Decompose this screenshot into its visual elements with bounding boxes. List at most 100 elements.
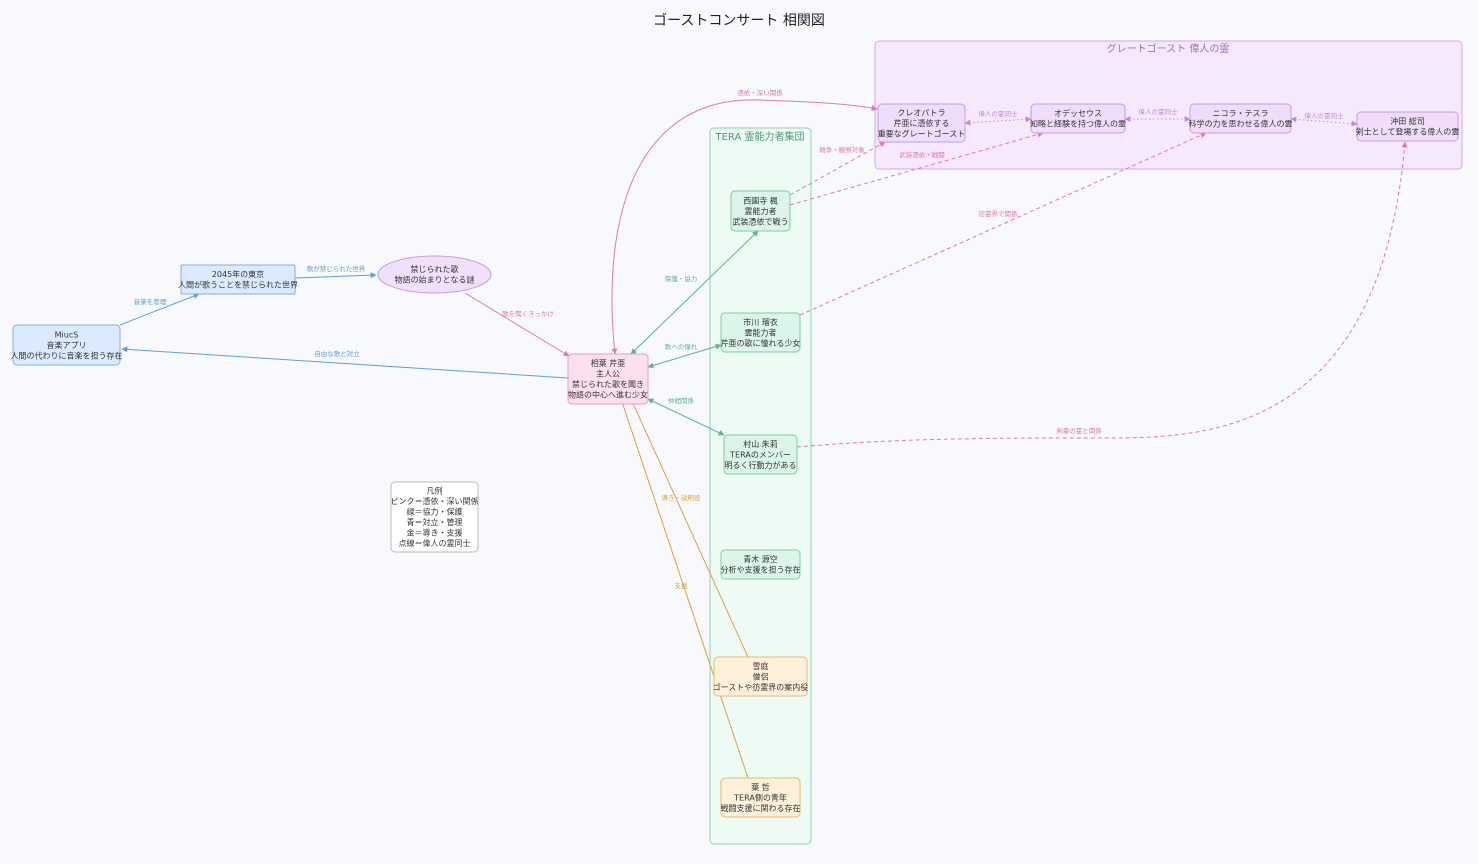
node-miucs-line-1: 音楽アプリ xyxy=(47,340,87,350)
edge-sera-ichikawa xyxy=(647,343,722,369)
node-legend[interactable]: 凡例ピンク＝憑依・深い関係緑＝協力・保護青＝対立・管理金＝導き・支援点線＝偉人の… xyxy=(390,481,479,553)
node-yukiba-line-1: 僧侶 xyxy=(753,671,769,681)
cluster-great-ghost-title: グレートゴースト 偉人の霊 xyxy=(1107,42,1230,55)
edge-murayama-okita xyxy=(796,141,1408,448)
node-legend-line-5: 点線＝偉人の霊同士 xyxy=(399,538,471,548)
node-song-line-0: 禁じられた歌 xyxy=(411,264,459,274)
edge-sera-saionji xyxy=(630,230,759,355)
node-sera-line-1: 主人公 xyxy=(596,369,620,379)
node-sera-line-2: 禁じられた歌を聞き xyxy=(572,379,644,389)
edge-sera-cleo xyxy=(611,99,878,355)
edge-label-cleo-odys: 偉人の霊同士 xyxy=(979,109,1019,118)
node-murayama-line-2: 明るく行動力がある xyxy=(725,460,797,470)
node-okita-shape xyxy=(1356,111,1459,142)
node-murayama-line-1: TERAのメンバー xyxy=(729,450,791,459)
node-murayama-shape xyxy=(723,434,798,475)
node-tesla-line-1: 科学の力を思わせる偉人の霊 xyxy=(1189,119,1293,129)
edge-miucs-tokyo xyxy=(119,293,200,326)
edge-label-yukiba-sera: 導き・説明役 xyxy=(662,493,702,502)
edge-label-sera-ichikawa: 歌への憧れ xyxy=(665,342,698,351)
node-okita-line-0: 沖田 総司 xyxy=(1390,116,1425,126)
cluster-tera xyxy=(709,127,812,845)
node-aoki-line-0: 青木 源空 xyxy=(743,554,778,564)
edge-song-sera xyxy=(464,292,570,357)
node-legend-line-4: 金＝導き・支援 xyxy=(407,528,463,538)
edge-label-youshin-sera: 支援 xyxy=(675,581,689,590)
edge-sera-murayama xyxy=(647,398,725,436)
edge-label-song-sera: 歌を聞くきっかけ xyxy=(502,309,554,318)
node-tesla-line-0: ニコラ・テスラ xyxy=(1213,109,1269,118)
edge-label-murayama-okita: 剣豪の霊と関係 xyxy=(1056,426,1102,435)
node-aoki-shape xyxy=(720,549,801,580)
node-song-shape xyxy=(377,255,492,294)
node-cleo-line-1: 芹亜に憑依する xyxy=(894,118,950,128)
edge-label-layer: 音楽を管理歌が禁じられた世界歌を聞くきっかけ自由な歌と対立憑依・深い関係保護・協… xyxy=(134,88,1344,590)
node-legend-line-0: 凡例 xyxy=(427,486,443,496)
node-legend-line-3: 青＝対立・管理 xyxy=(407,517,463,527)
edge-label-saionji-odys: 武装憑依・戦闘 xyxy=(899,150,945,159)
node-okita-line-1: 剣士として登場する偉人の霊 xyxy=(1356,127,1460,137)
edge-tokyo-song xyxy=(294,272,377,279)
cluster-great-ghost xyxy=(874,40,1463,170)
node-cleo-line-0: クレオパトラ xyxy=(897,108,945,117)
node-sera-line-3: 物語の中心へ進む少女 xyxy=(568,390,648,400)
node-ichikawa-line-1: 霊能力者 xyxy=(745,327,777,337)
diagram-title: ゴーストコンサート 相関図 xyxy=(653,12,825,29)
node-murayama-line-0: 村山 朱莉 xyxy=(743,439,778,449)
edge-label-miucs-tokyo: 音楽を管理 xyxy=(134,297,167,306)
node-saionji-shape xyxy=(730,190,791,232)
node-yukiba-line-0: 雪庭 xyxy=(753,661,769,671)
node-tokyo-line-1: 人間が歌うことを禁じられた世界 xyxy=(178,280,298,290)
edge-saionji-odys xyxy=(789,131,1044,206)
node-ichikawa-line-2: 芹亜の歌に憧れる少女 xyxy=(721,338,801,348)
edge-label-ichikawa-tesla: 彷霊界で関係 xyxy=(979,209,1019,218)
edge-label-tokyo-song: 歌が禁じられた世界 xyxy=(307,264,366,273)
edge-label-sera-murayama: 仲間関係 xyxy=(668,396,695,405)
node-ichikawa-shape xyxy=(720,312,801,353)
node-aoki-line-1: 分析や支援を担う存在 xyxy=(721,565,801,575)
edge-layer xyxy=(119,99,1408,779)
node-sera-shape xyxy=(567,353,649,405)
edge-tesla-okita xyxy=(1290,116,1358,127)
node-yukiba-shape xyxy=(713,656,808,697)
node-cleo-line-2: 重要なグレートゴースト xyxy=(878,128,966,138)
node-miucs-shape xyxy=(12,324,121,366)
node-saionji-line-2: 武装憑依で戦う xyxy=(733,216,789,226)
cluster-layer: グレートゴースト 偉人の霊 TERA 霊能力者集団 xyxy=(709,40,1463,845)
edge-label-sera-saionji: 保護・協力 xyxy=(665,274,698,283)
node-legend-shape xyxy=(390,481,479,553)
node-youshin-line-2: 戦闘支援に関わる存在 xyxy=(721,803,801,813)
node-odys-shape xyxy=(1030,103,1126,134)
node-odys-line-1: 知略と経験を持つ偉人の霊 xyxy=(1030,119,1126,129)
node-tokyo-line-0: 2045年の東京 xyxy=(212,269,264,279)
node-song-line-1: 物語の始まりとなる謎 xyxy=(395,275,475,285)
node-tokyo-shape xyxy=(180,264,296,295)
cluster-tera-title: TERA 霊能力者集団 xyxy=(715,130,805,143)
node-legend-line-1: ピンク＝憑依・深い関係 xyxy=(391,496,479,506)
edge-label-sera-miucs: 自由な歌と対立 xyxy=(314,349,360,358)
edge-label-odys-tesla: 偉人の霊同士 xyxy=(1139,107,1179,116)
node-yukiba-line-2: ゴーストや彷霊界の案内役 xyxy=(713,682,809,692)
node-saionji-line-0: 西園寺 楓 xyxy=(743,195,778,205)
edge-label-tesla-okita: 偉人の霊同士 xyxy=(1305,111,1345,120)
node-youshin-line-1: TERA側の青年 xyxy=(733,792,787,802)
node-saionji-line-1: 霊能力者 xyxy=(745,206,777,216)
node-miucs-line-0: MiucS xyxy=(55,330,79,339)
node-cleo-shape xyxy=(877,103,966,143)
